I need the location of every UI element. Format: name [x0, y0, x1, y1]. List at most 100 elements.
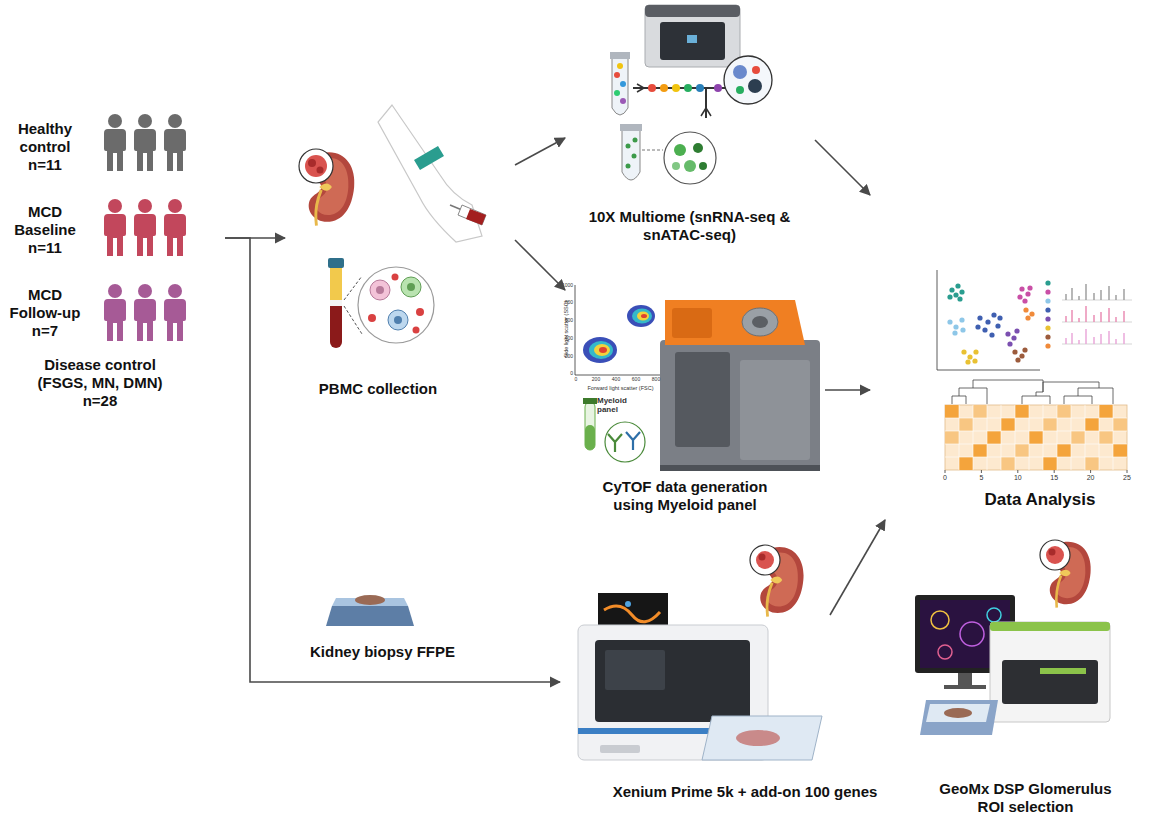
blood-tube-icon: [330, 268, 342, 300]
mcd-baseline-people-icons: [164, 199, 186, 256]
umap-plot: [1023, 307, 1034, 320]
cytof-instrument-icon: [742, 308, 778, 336]
microfluidic-channel-icon: [684, 84, 692, 92]
blood-tube-icon: [330, 268, 342, 348]
umap-plot: [947, 319, 952, 324]
heatmap-icon: [959, 418, 973, 431]
umap-plot: [1015, 357, 1020, 362]
flow-arrow: [515, 240, 565, 290]
heatmap-icon: [1001, 418, 1015, 431]
cytof-instrument-icon: [675, 352, 730, 447]
umap-plot: [975, 324, 980, 329]
axis-label: 20: [1081, 474, 1101, 482]
geomx-kidney-icon: [1040, 540, 1070, 570]
heatmap-icon: [973, 444, 987, 457]
nuclei-tube-icon: [614, 90, 620, 96]
biopsy-block-icon: [326, 606, 414, 626]
geomx-slide-icon: [926, 704, 990, 722]
heatmap-icon: [1015, 444, 1029, 457]
flow-arrow: [825, 389, 870, 391]
nuclei-tube-icon: [617, 63, 623, 69]
geomx-monitor-icon: [944, 685, 986, 689]
antibody-panel-icon: [608, 434, 622, 452]
microfluidic-channel-icon: [748, 79, 762, 93]
axis-label: 0: [566, 377, 586, 383]
coverage-tracks: [1066, 329, 1124, 344]
heatmap-icon: [959, 457, 973, 470]
umap-plot: [957, 296, 962, 301]
umap-plot: [1012, 349, 1017, 354]
pbmc-cells-icon: [394, 316, 402, 324]
nuclei-tube-icon: [610, 52, 630, 115]
axis-label: Myeloid panel: [597, 397, 635, 415]
microfluidic-channel-icon: [637, 84, 644, 92]
umap-plot: [1007, 341, 1012, 346]
chromium-instrument-icon: [687, 35, 697, 43]
heatmap-icon: [987, 431, 1001, 444]
heatmap-icon: [1029, 431, 1043, 444]
healthy-people-icons: [134, 114, 156, 171]
chromium-instrument-icon: [645, 5, 740, 67]
gel-bead-tube-icon: [642, 150, 663, 151]
pbmc-cells-icon: [401, 277, 421, 297]
heatmap-icon: [1085, 457, 1099, 470]
antibody-panel-icon: [583, 398, 597, 404]
umap-plot: [1045, 307, 1050, 312]
pbmc-cells-icon: [358, 267, 434, 343]
heatmap-icon: [1113, 444, 1127, 457]
nuclei-tube-icon: [620, 98, 626, 104]
flow-scatter-plot: [599, 347, 607, 353]
stage-title: Healthy control n=11: [5, 120, 85, 174]
axis-label: 10: [1008, 474, 1028, 482]
axis-label: Side light scatter (SSC): [563, 284, 569, 374]
flow-scatter-plot: [589, 341, 613, 359]
coverage-tracks: [1066, 284, 1124, 300]
geomx-instrument-icon: [1040, 668, 1086, 674]
umap-plot: [953, 324, 958, 329]
umap-plot: [1045, 316, 1050, 321]
axis-label: 600: [626, 377, 646, 383]
umap-plot: [953, 292, 958, 297]
flow-scatter-plot: [594, 344, 610, 356]
cytof-instrument-icon: [660, 465, 820, 471]
heatmap-icon: [1057, 405, 1071, 418]
umap-plot: [1045, 325, 1050, 330]
geomx-kidney-icon: [1049, 549, 1056, 556]
geomx-kidney-icon: [1040, 540, 1091, 608]
umap-plot: [1012, 347, 1027, 362]
heatmap-icon: [1043, 457, 1057, 470]
microfluidic-channel-icon: [733, 65, 747, 79]
xenium-slide-icon: [702, 716, 822, 760]
cytof-instrument-icon: [660, 300, 820, 471]
mcd-followup-people-icons: [134, 284, 156, 341]
flow-arrow: [225, 237, 285, 239]
umap-plot: [965, 359, 970, 364]
umap-plot: [1045, 289, 1050, 294]
umap-plot: [1045, 298, 1050, 303]
nuclei-tube-icon: [610, 52, 630, 59]
microfluidic-channel-icon: [633, 56, 772, 118]
axis-label: 600: [551, 318, 573, 324]
umap-plot: [960, 327, 965, 332]
chromium-instrument-icon: [645, 5, 740, 17]
pbmc-cells-icon: [416, 308, 424, 316]
umap-plot: [977, 315, 982, 320]
umap-plot: [937, 270, 1040, 370]
antibody-panel-icon: [605, 422, 645, 462]
geomx-monitor-icon: [960, 622, 984, 646]
umap-plot: [1045, 280, 1050, 285]
stage-node: Healthy control n=11MCD Baseline n=11MCD…: [5, 110, 225, 420]
cytof-instrument-icon: [752, 316, 768, 328]
umap-plot: [959, 317, 964, 322]
arm-blood-draw-icon: [378, 105, 486, 242]
umap-plot: [1045, 298, 1050, 303]
microfluidic-channel-icon: [648, 84, 656, 92]
pbmc-kidney-icon: [317, 167, 324, 174]
blood-tube-icon: [328, 258, 344, 268]
umap-plot: [947, 294, 952, 299]
umap-plot: [949, 287, 954, 292]
umap-plot: [975, 312, 1002, 337]
